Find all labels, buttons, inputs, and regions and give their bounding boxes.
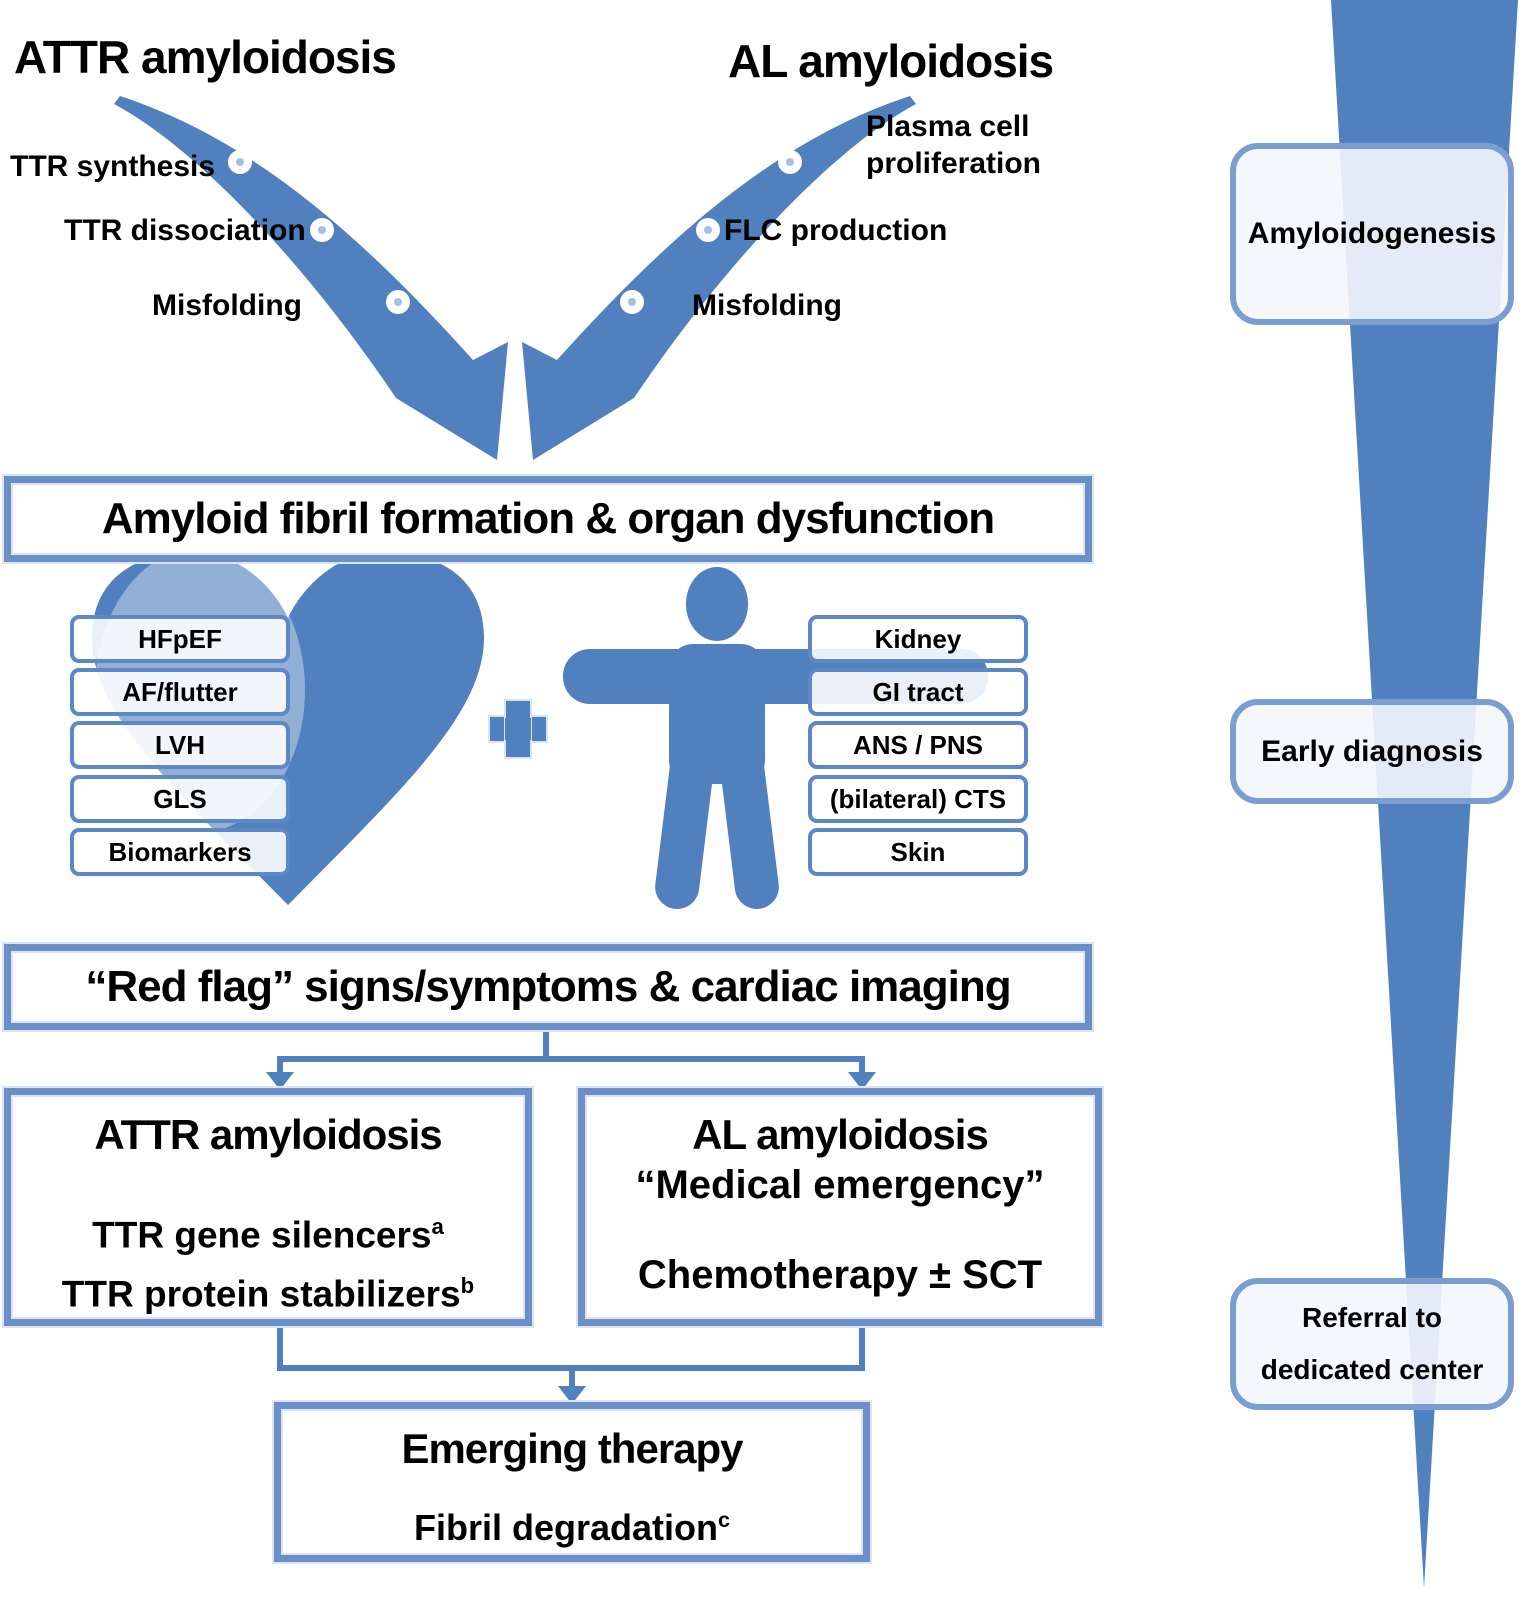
cardiac-label-af-flutter: AF/flutter [70,668,290,716]
stage-text: Referral to dedicated center [1260,1302,1484,1385]
al-treatment-title: AL amyloidosis [692,1111,989,1158]
al-step-plasma-cell: Plasma cell proliferation [866,110,1042,180]
red-flag-label: “Red flag” signs/symptoms & cardiac imag… [85,962,1011,1011]
al-step-misfolding: Misfolding [692,289,842,322]
systemic-label-gi-tract: GI tract [808,668,1028,716]
fibril-formation-box: Amyloid fibril formation & organ dysfunc… [4,476,1092,562]
footnote-sup-b: b [460,1272,475,1298]
label-text: Kidney [874,623,962,654]
footnote-sup-c: c [718,1507,731,1532]
systemic-label-ans-pns: ANS / PNS [808,721,1028,769]
split-connector [266,1028,876,1090]
attr-treatment-title: ATTR amyloidosis [94,1111,442,1158]
stage-text: Early diagnosis [1261,734,1483,768]
attr-step-misfolding: Misfolding [152,289,302,322]
label-text: AF/flutter [122,676,238,707]
stage-text: Amyloidogenesis [1247,217,1497,250]
attr-treatment-line1: TTR gene silencersa [92,1202,444,1260]
line-text: TTR gene silencers [92,1214,432,1256]
attr-pathway-arrow-icon [114,96,508,460]
emerging-therapy-box: Emerging therapy Fibril degradationc [274,1402,870,1562]
label-text: GLS [153,783,207,814]
systemic-label-skin: Skin [808,828,1028,876]
label-text: Skin [890,836,946,867]
plus-icon [488,699,548,759]
attr-pathway-title: ATTR amyloidosis [14,31,397,83]
al-treatment-line: Chemotherapy ± SCT [637,1253,1043,1297]
systemic-label-kidney: Kidney [808,615,1028,663]
attr-step-ttr-dissociation: TTR dissociation [64,214,306,247]
cardiac-label-lvh: LVH [70,721,290,769]
red-flag-box: “Red flag” signs/symptoms & cardiac imag… [4,944,1092,1030]
label-text: GI tract [872,676,964,707]
fibril-formation-label: Amyloid fibril formation & organ dysfunc… [101,494,995,543]
emerging-therapy-line: Fibril degradationc [414,1495,730,1553]
cardiac-label-gls: GLS [70,775,290,823]
merge-connector [277,1326,865,1404]
line-text: TTR protein stabilizers [61,1273,461,1314]
label-text: LVH [154,729,206,760]
emerging-therapy-title: Emerging therapy [401,1425,743,1472]
al-pathway-arrow-icon [522,96,916,460]
al-pathway-title: AL amyloidosis [728,35,1054,87]
line-text: Fibril degradation [413,1507,718,1548]
funnel-stage-amyloidogenesis: Amyloidogenesis [1230,143,1514,325]
al-step-flc-production: FLC production [724,214,948,247]
label-text: HFpEF [138,623,222,654]
al-treatment-subtitle: “Medical emergency” [635,1163,1045,1207]
funnel-stage-early-diagnosis: Early diagnosis [1230,699,1514,804]
al-treatment-box: AL amyloidosis “Medical emergency” Chemo… [578,1088,1102,1326]
attr-treatment-line2: TTR protein stabilizersb [62,1261,474,1319]
attr-step-ttr-synthesis: TTR synthesis [10,150,216,183]
systemic-label-cts: (bilateral) CTS [808,775,1028,823]
cardiac-label-biomarkers: Biomarkers [70,828,290,876]
cardiac-label-hfpef: HFpEF [70,615,290,663]
attr-treatment-box: ATTR amyloidosis TTR gene silencersa TTR… [4,1088,532,1326]
footnote-sup-a: a [431,1214,444,1240]
funnel-stage-referral: Referral to dedicated center [1230,1278,1514,1410]
label-text: Biomarkers [108,836,252,867]
label-text: (bilateral) CTS [829,783,1007,814]
label-text: ANS / PNS [852,729,984,760]
